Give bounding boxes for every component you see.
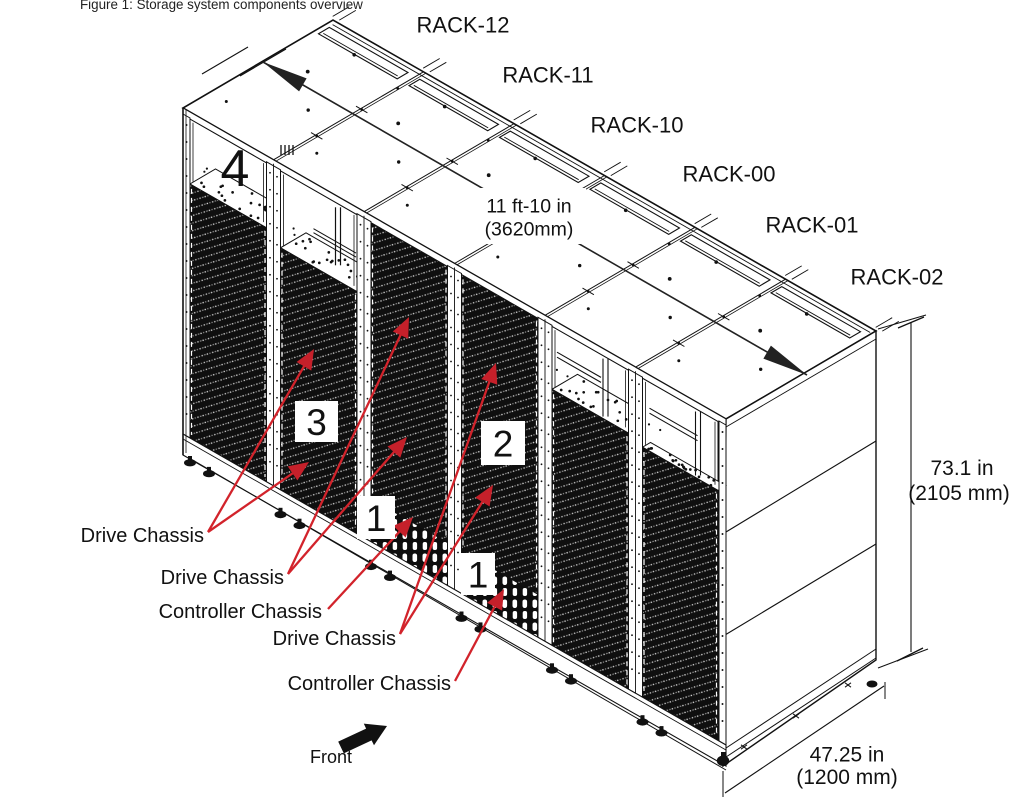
svg-text:RACK-10: RACK-10	[591, 113, 684, 138]
svg-text:4: 4	[221, 140, 250, 198]
svg-text:Controller Chassis: Controller Chassis	[159, 601, 322, 623]
svg-text:RACK-12: RACK-12	[417, 13, 510, 38]
svg-text:(3620mm): (3620mm)	[485, 219, 574, 241]
svg-text:(1200 mm): (1200 mm)	[796, 766, 898, 789]
svg-text:RACK-01: RACK-01	[766, 213, 859, 238]
svg-text:47.25 in: 47.25 in	[810, 744, 885, 767]
svg-text:1: 1	[366, 498, 387, 539]
svg-text:2: 2	[493, 423, 514, 464]
svg-text:Drive Chassis: Drive Chassis	[273, 628, 396, 650]
svg-text:RACK-00: RACK-00	[683, 162, 776, 187]
svg-text:RACK-11: RACK-11	[502, 63, 593, 88]
svg-text:Drive Chassis: Drive Chassis	[81, 525, 204, 547]
svg-text:RACK-02: RACK-02	[851, 265, 944, 290]
svg-text:1: 1	[468, 554, 489, 595]
svg-text:Controller Chassis: Controller Chassis	[288, 673, 451, 695]
svg-text:11 ft-10 in: 11 ft-10 in	[486, 196, 571, 218]
svg-text:Front: Front	[310, 747, 352, 767]
svg-text:(2105 mm): (2105 mm)	[908, 482, 1010, 505]
svg-text:Figure 1: Storage system compo: Figure 1: Storage system components over…	[80, 0, 363, 12]
svg-text:3: 3	[306, 402, 327, 443]
svg-text:Drive Chassis: Drive Chassis	[161, 567, 284, 589]
svg-text:73.1 in: 73.1 in	[930, 457, 993, 480]
